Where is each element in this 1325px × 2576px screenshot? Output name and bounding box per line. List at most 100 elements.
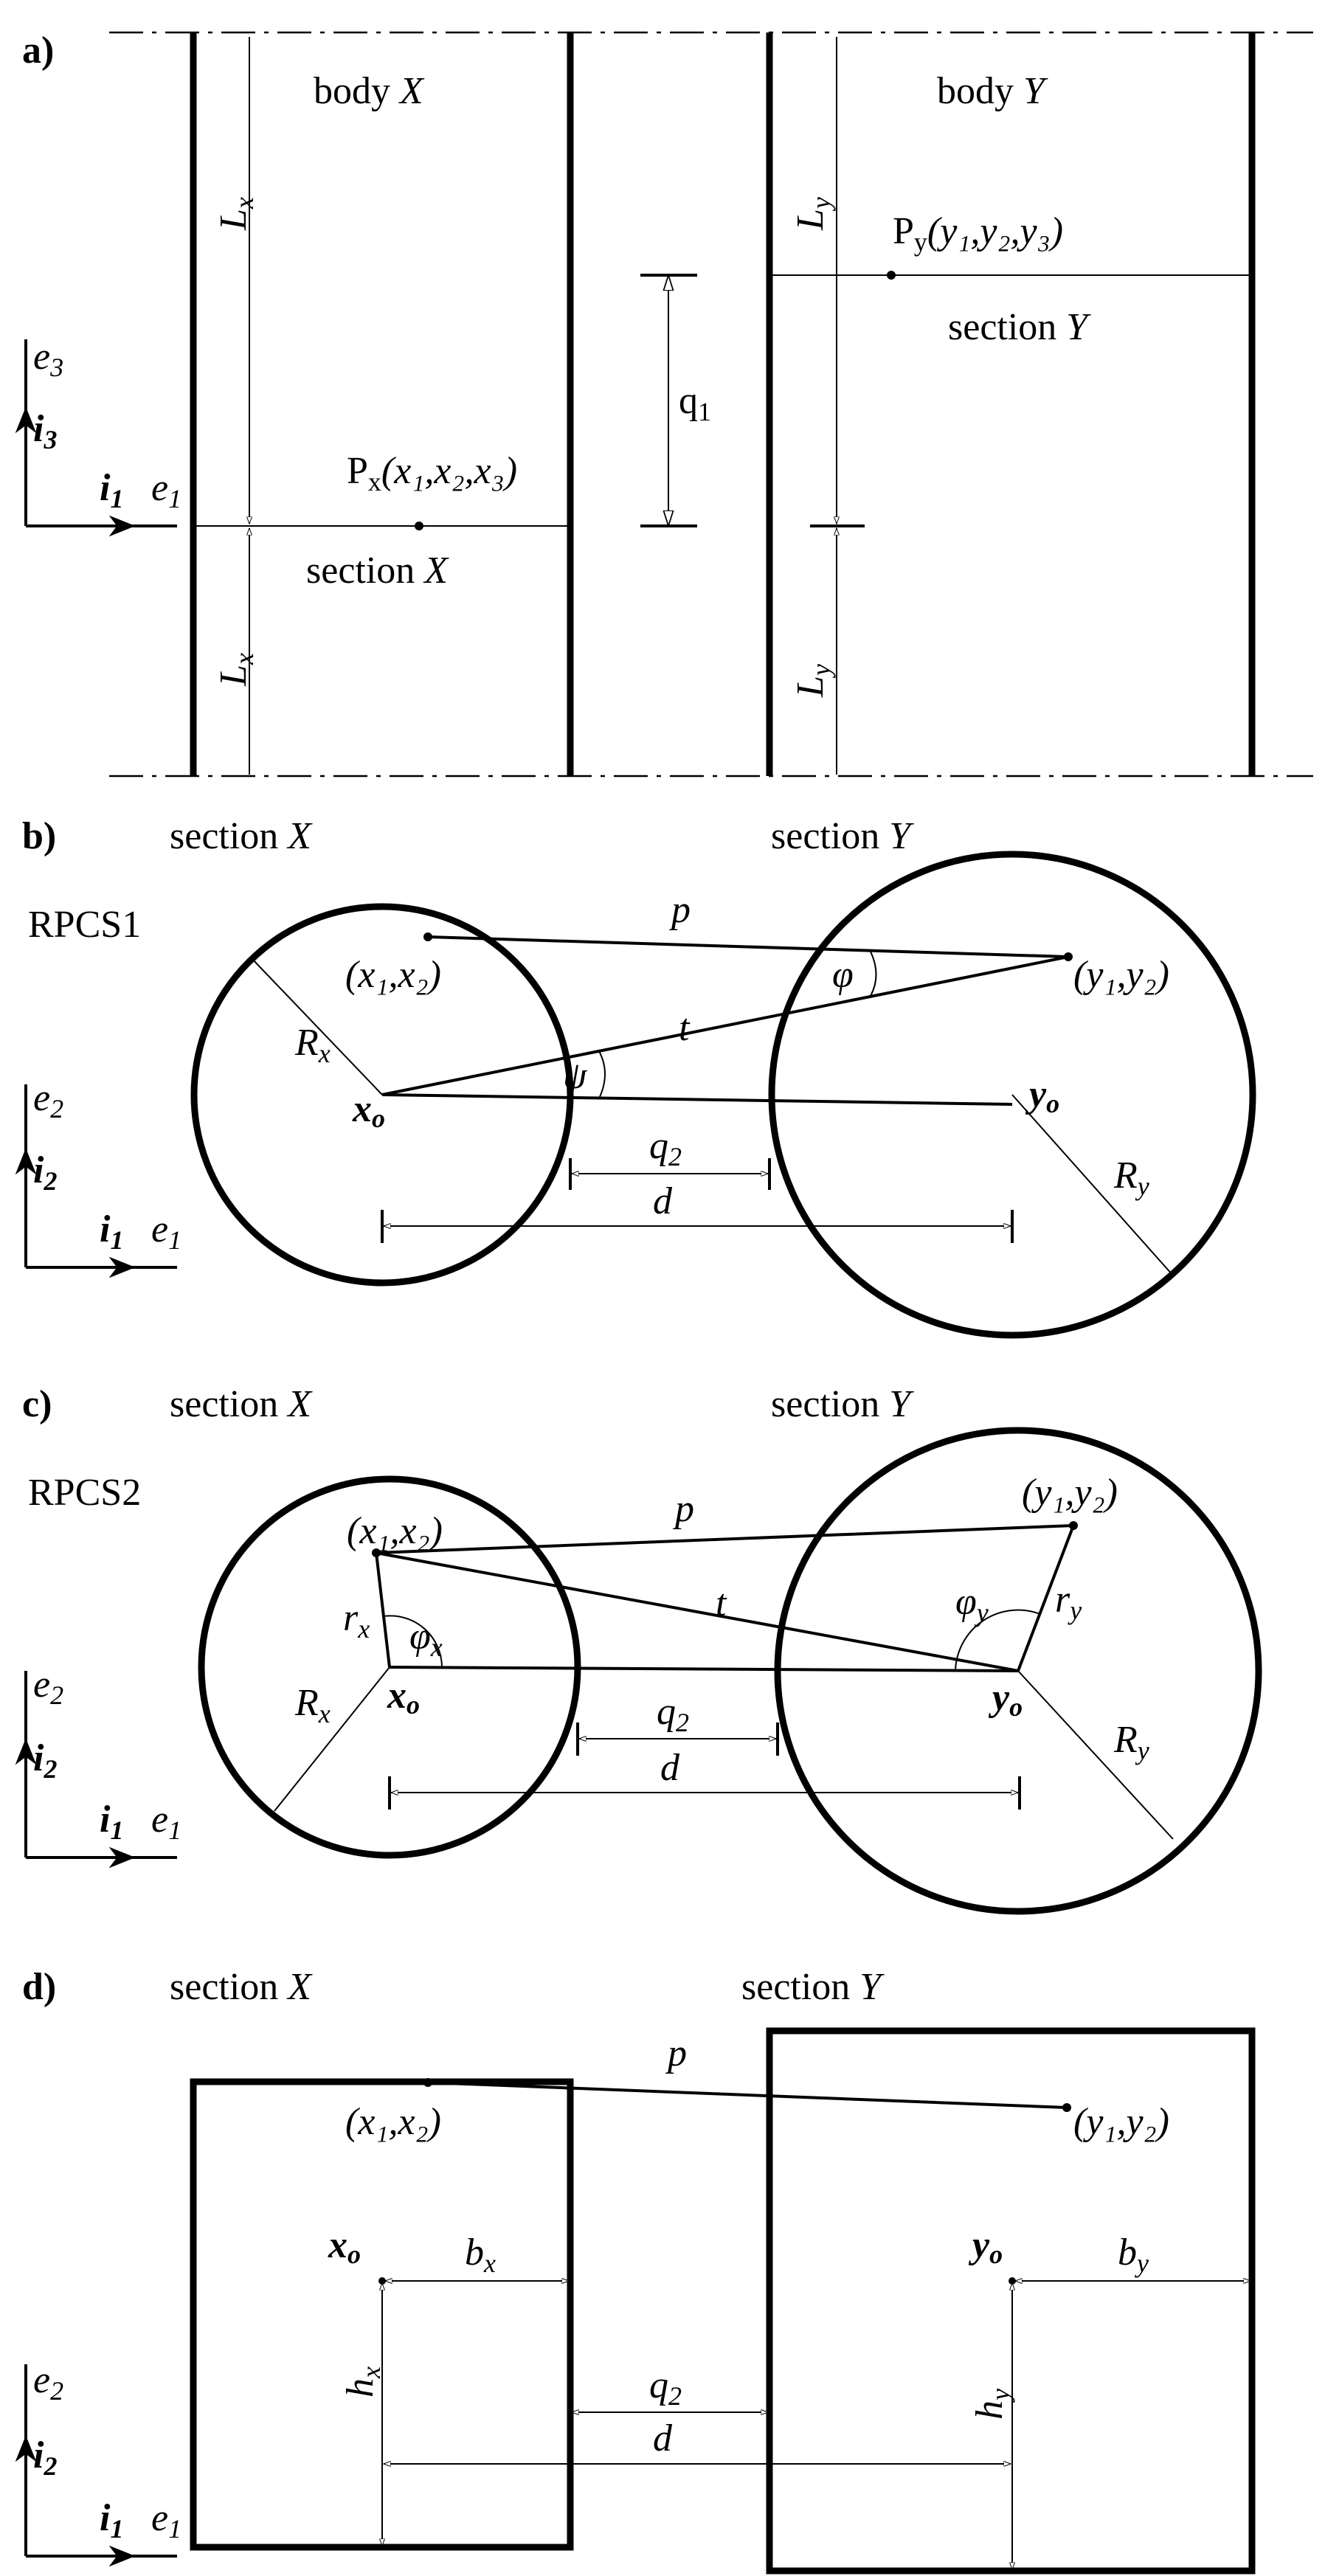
q1-label: q1: [679, 380, 711, 426]
p-label: p: [672, 1488, 694, 1530]
panel-c: c) section X section Y RPCS2 (x₁,x₂) (y₁…: [15, 1383, 1262, 1915]
rx-line: [375, 1552, 391, 1668]
section-x-label: section X: [306, 550, 449, 592]
i2-label: i2: [33, 2434, 57, 2481]
panel-b: b) section X section Y RPCS1 p t φ ψ (x₁…: [15, 815, 1256, 1339]
x12-label: (x₁,x₂): [345, 954, 441, 996]
d-label: d: [653, 1180, 673, 1222]
y12-label: (y₁,y₂): [1073, 2101, 1169, 2143]
i1-label: i1: [100, 1208, 123, 1255]
e1-label: e1: [151, 1208, 181, 1255]
psi-arc: [598, 1050, 606, 1099]
section-y-label: section Y: [948, 306, 1091, 348]
hx-label: hx: [339, 2366, 386, 2397]
q2-label: q2: [649, 2364, 682, 2411]
phi-label: φ: [832, 954, 854, 996]
section-x-heading: section X: [170, 1966, 313, 2008]
t-label: t: [716, 1582, 727, 1624]
ry-label: ry: [1055, 1579, 1082, 1625]
rpcs2-label: RPCS2: [28, 1472, 141, 1514]
e2-label: e2: [33, 1077, 63, 1123]
i2-label: i2: [33, 1149, 57, 1196]
rx-label: rx: [343, 1597, 370, 1644]
hy-label: hy: [969, 2389, 1015, 2420]
ry-radius: [1017, 1670, 1174, 1840]
panel-c-label: c): [22, 1383, 52, 1425]
yo-label: yo: [1025, 1073, 1059, 1118]
phix-arc: [383, 1615, 443, 1669]
body-y-label: body Y: [937, 70, 1048, 112]
e2-label: e2: [33, 2359, 63, 2406]
lx-lower-label: Lx: [212, 653, 259, 687]
d-label: d: [660, 1747, 680, 1789]
section-y-heading: section Y: [771, 815, 914, 857]
xo-label: xo: [387, 1675, 420, 1720]
ry-big-label: Ry: [1113, 1719, 1149, 1765]
e1-label: e1: [151, 1798, 181, 1845]
point-y12: [1069, 1521, 1078, 1530]
i3-label: i3: [33, 408, 57, 454]
section-y-circle: [768, 851, 1256, 1339]
section-y-rectangle: [766, 2027, 1256, 2575]
panel-d-label: d): [22, 1966, 56, 2008]
body-x-label: body X: [314, 70, 425, 112]
ly-lower-label: Ly: [789, 664, 836, 698]
x12-label: (x₁,x₂): [347, 1510, 443, 1552]
t-line: [376, 1551, 1019, 1672]
x12-label: (x₁,x₂): [345, 2101, 441, 2143]
ry-line: [1017, 1525, 1075, 1672]
psi-label: ψ: [563, 1055, 588, 1097]
t-line: [381, 955, 1069, 1096]
y12-label: (y₁,y₂): [1073, 954, 1169, 996]
i2-label: i2: [33, 1737, 57, 1784]
i1-label: i1: [100, 467, 123, 513]
i1-label: i1: [100, 1798, 123, 1845]
phiy-arc: [955, 1609, 1041, 1672]
yo-label: yo: [968, 2224, 1003, 2269]
rx-label: Rx: [294, 1022, 331, 1068]
axes-c: e2 i2 i1 e1: [15, 1663, 181, 1869]
point-y12: [1062, 2103, 1071, 2112]
phiy-label: φy: [955, 1581, 989, 1627]
lx-upper-label: Lx: [212, 197, 259, 231]
p-line: [427, 935, 1069, 958]
phix-label: φx: [409, 1616, 443, 1662]
point-y12: [1064, 952, 1073, 961]
section-y-heading: section Y: [741, 1966, 885, 2008]
point-x12: [372, 1548, 381, 1557]
section-x-heading: section X: [170, 1383, 313, 1425]
axes-a: e3 i3 i1 e1: [15, 336, 181, 537]
q2-label: q2: [649, 1125, 682, 1171]
axes-b: e2 i2 i1 e1: [15, 1077, 181, 1278]
t-label: t: [679, 1007, 691, 1049]
py-label: Py(y₁,y₂,y₃): [893, 210, 1063, 257]
e2-label: e2: [33, 1663, 63, 1710]
rx-radius: [274, 1666, 390, 1812]
point-py: [887, 271, 896, 280]
q2-label: q2: [657, 1691, 689, 1737]
panel-a-label: a): [22, 30, 54, 72]
section-x-heading: section X: [170, 815, 313, 857]
phi-arc: [870, 951, 877, 997]
point-x12: [423, 2078, 432, 2087]
ry-label: Ry: [1113, 1154, 1149, 1201]
point-x12: [423, 932, 432, 941]
p-line: [427, 2081, 1068, 2109]
p-label: p: [668, 889, 691, 931]
px-label: Px(x₁,x₂,x₃): [347, 450, 517, 496]
by-label: by: [1118, 2232, 1149, 2278]
y12-label: (y₁,y₂): [1022, 1472, 1118, 1514]
yo-label: yo: [988, 1677, 1023, 1722]
ly-upper-label: Ly: [789, 197, 836, 231]
i1-label: i1: [100, 2497, 123, 2544]
ry-radius: [1011, 1094, 1174, 1276]
panel-a: a) body X body Y Lx Lx Ly Ly Px(x₁,x₂,x₃…: [15, 30, 1313, 778]
rx-big-label: Rx: [294, 1682, 331, 1728]
rx-radius: [250, 957, 383, 1095]
section-x-rectangle: [190, 2078, 574, 2551]
e1-label: e1: [151, 2497, 181, 2544]
section-x-circle: [190, 903, 574, 1287]
e1-label: e1: [151, 467, 181, 513]
e3-label: e3: [33, 336, 63, 382]
